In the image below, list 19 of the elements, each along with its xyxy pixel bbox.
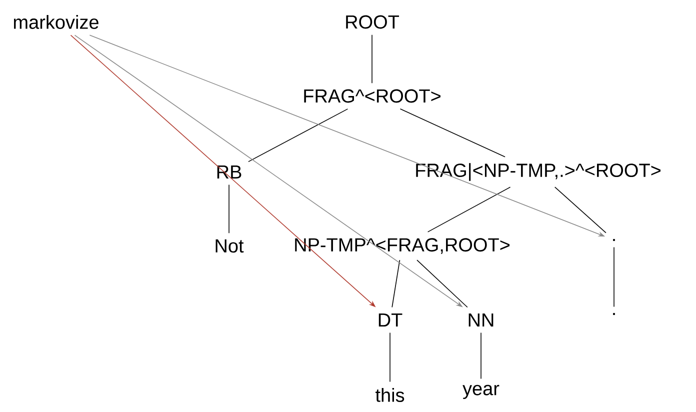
tree-branch — [480, 332, 482, 380]
tree-label: FRAG^<ROOT> — [304, 89, 440, 103]
tree-label: this — [376, 388, 404, 402]
tree-label: Not — [216, 239, 244, 253]
tree-branch — [427, 186, 511, 232]
tree-label: . — [613, 312, 615, 315]
tree-label: NN — [468, 313, 494, 327]
command-label: markovize — [14, 15, 98, 29]
tree-label: FRAG|<NP-TMP,.>^<ROOT> — [416, 163, 660, 181]
tree-branch — [228, 184, 230, 234]
tree-branch — [554, 186, 606, 234]
tree-label: year — [462, 384, 500, 400]
tree-branch — [416, 260, 468, 308]
tree-label: ROOT — [346, 15, 399, 29]
tree-branch — [392, 260, 400, 308]
tree-label: . — [613, 238, 615, 241]
tree-label: DT — [378, 313, 402, 327]
tree-branch — [400, 108, 506, 158]
tree-branch — [248, 108, 348, 162]
